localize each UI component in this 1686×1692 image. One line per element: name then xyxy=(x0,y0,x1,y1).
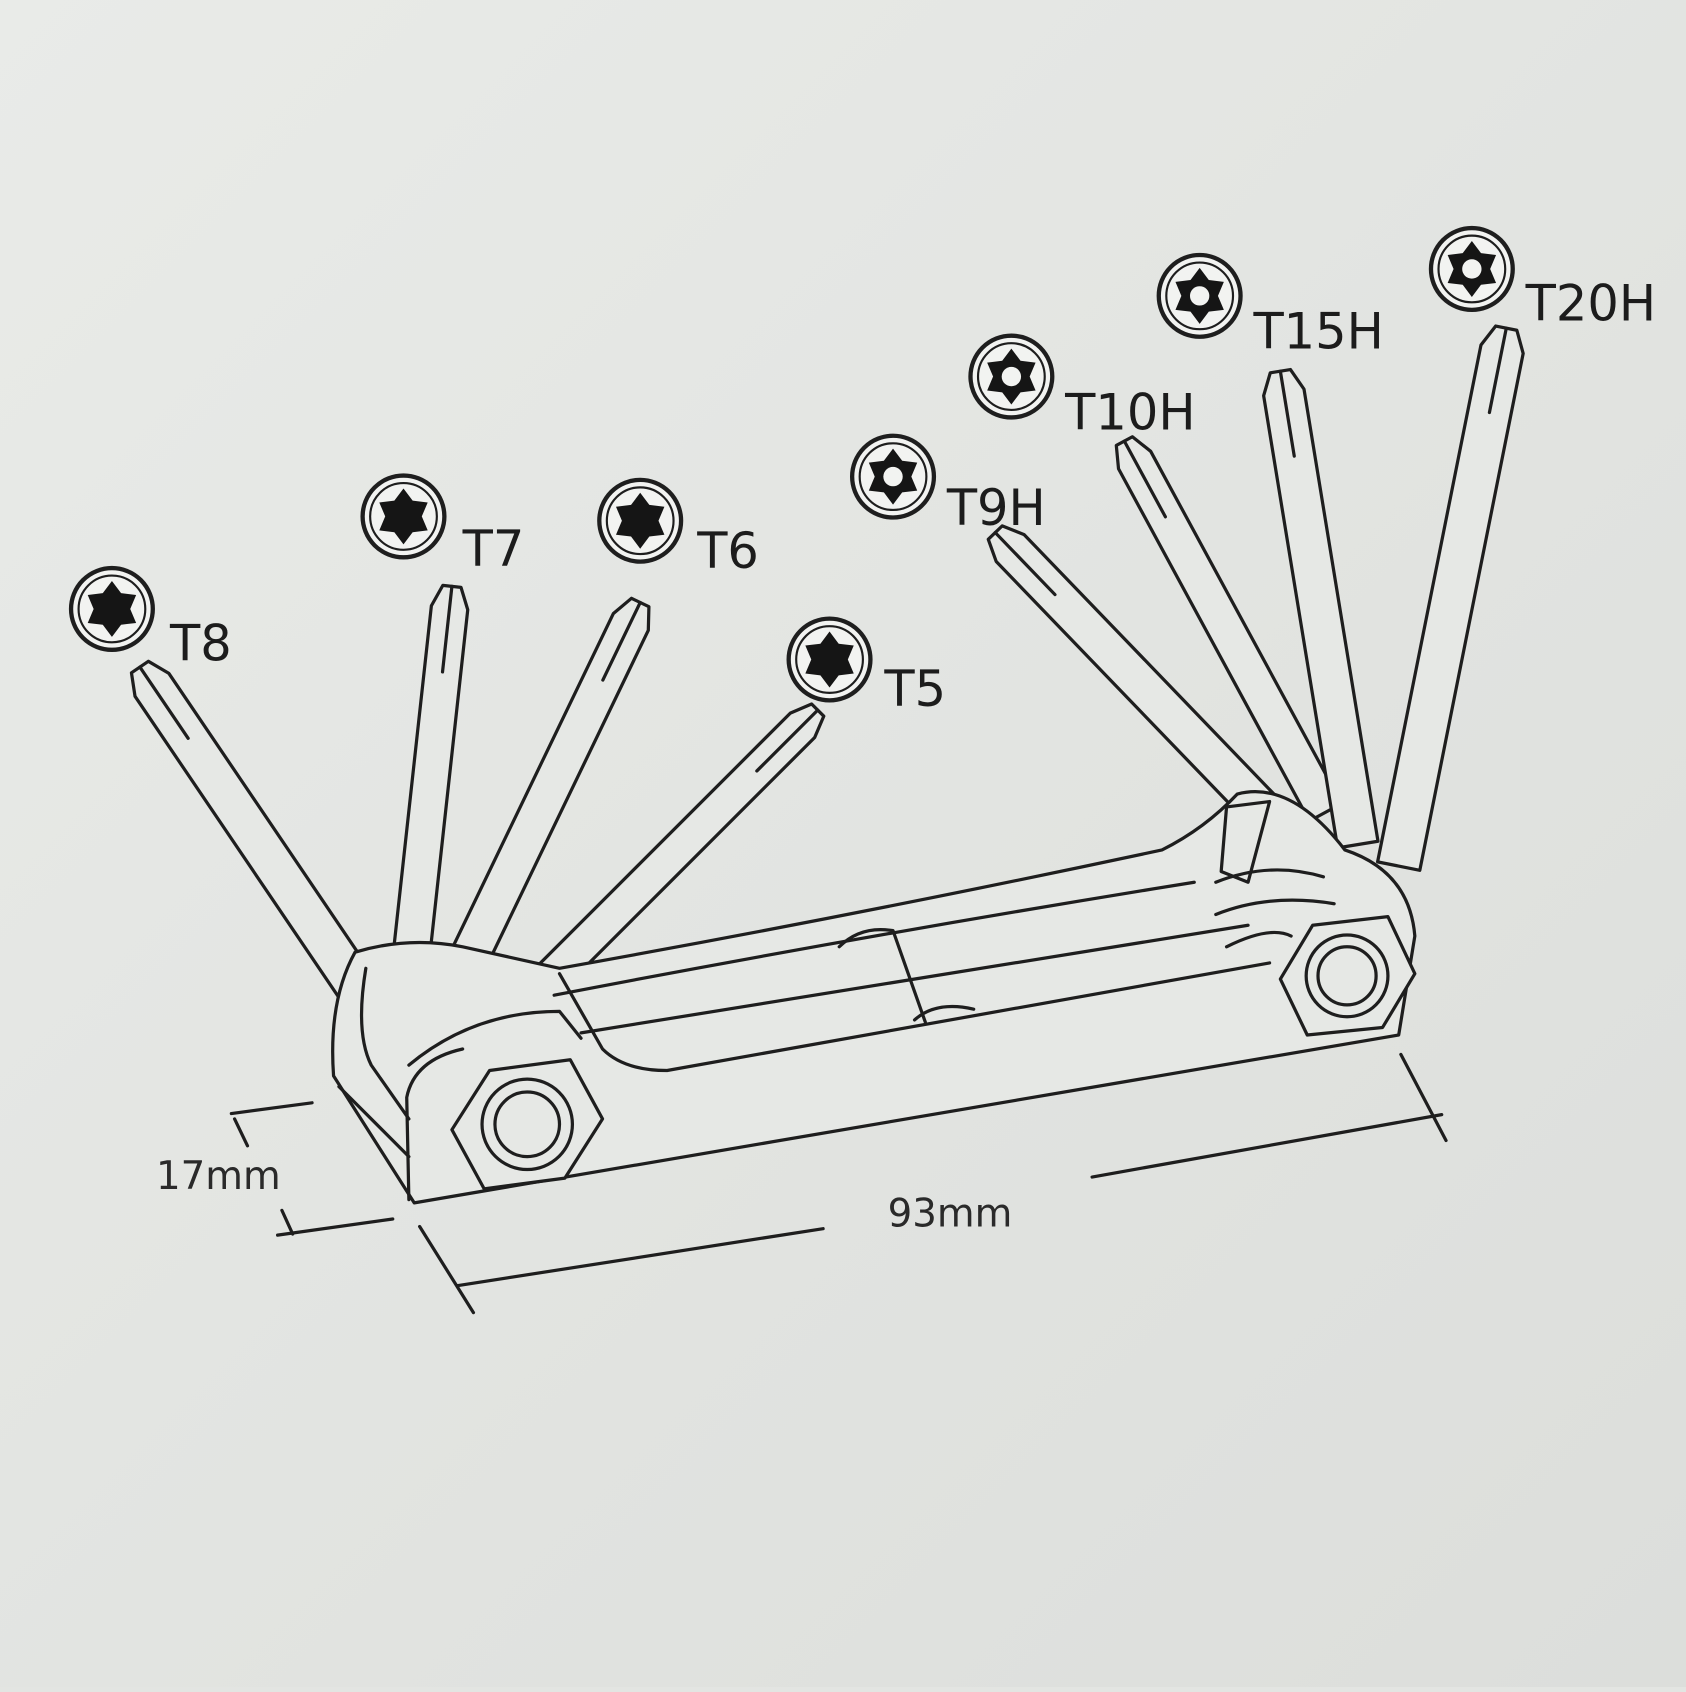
bit-label-t20h: T20H xyxy=(1525,275,1656,333)
bit-tip-groove xyxy=(755,708,820,773)
bit-label-t5: T5 xyxy=(883,660,946,718)
bit-label-t8: T8 xyxy=(169,615,232,673)
bit-tip-groove xyxy=(138,665,190,740)
length-dimension-label: 93mm xyxy=(888,1192,1013,1237)
torx-t15h-icon xyxy=(1156,252,1243,339)
bit-tip-groove xyxy=(1487,326,1508,415)
bit-tip-groove xyxy=(440,584,454,674)
bit-tip-groove xyxy=(1122,439,1167,519)
bit-shaft-t20h xyxy=(1375,324,1525,872)
bit-tip-groove xyxy=(601,600,642,682)
torx-t9h-icon xyxy=(849,433,937,520)
bit-tip-groove xyxy=(1278,369,1296,458)
bit-label-t7: T7 xyxy=(462,520,525,578)
dimension-17mm: 17mm xyxy=(156,1101,395,1237)
bit-shaft-t15h xyxy=(1262,367,1380,850)
bit-label-t10h: T10H xyxy=(1064,383,1195,441)
height-dimension-label: 17mm xyxy=(156,1154,281,1199)
bit-label-t6: T6 xyxy=(696,522,759,580)
bit-label-t15h: T15H xyxy=(1252,303,1383,361)
torx-t5-icon xyxy=(786,616,873,703)
bit-label-t9h: T9H xyxy=(946,479,1046,537)
tool-body xyxy=(331,790,1417,1205)
bit-tip-groove xyxy=(993,530,1057,597)
torx-t8-icon xyxy=(68,565,155,652)
torx-t10h-icon xyxy=(968,333,1055,420)
torx-t7-icon xyxy=(360,473,447,560)
dimension-93mm: 93mm xyxy=(418,1052,1448,1315)
torx-t20h-icon xyxy=(1428,225,1515,313)
torx-t6-icon xyxy=(597,477,684,564)
